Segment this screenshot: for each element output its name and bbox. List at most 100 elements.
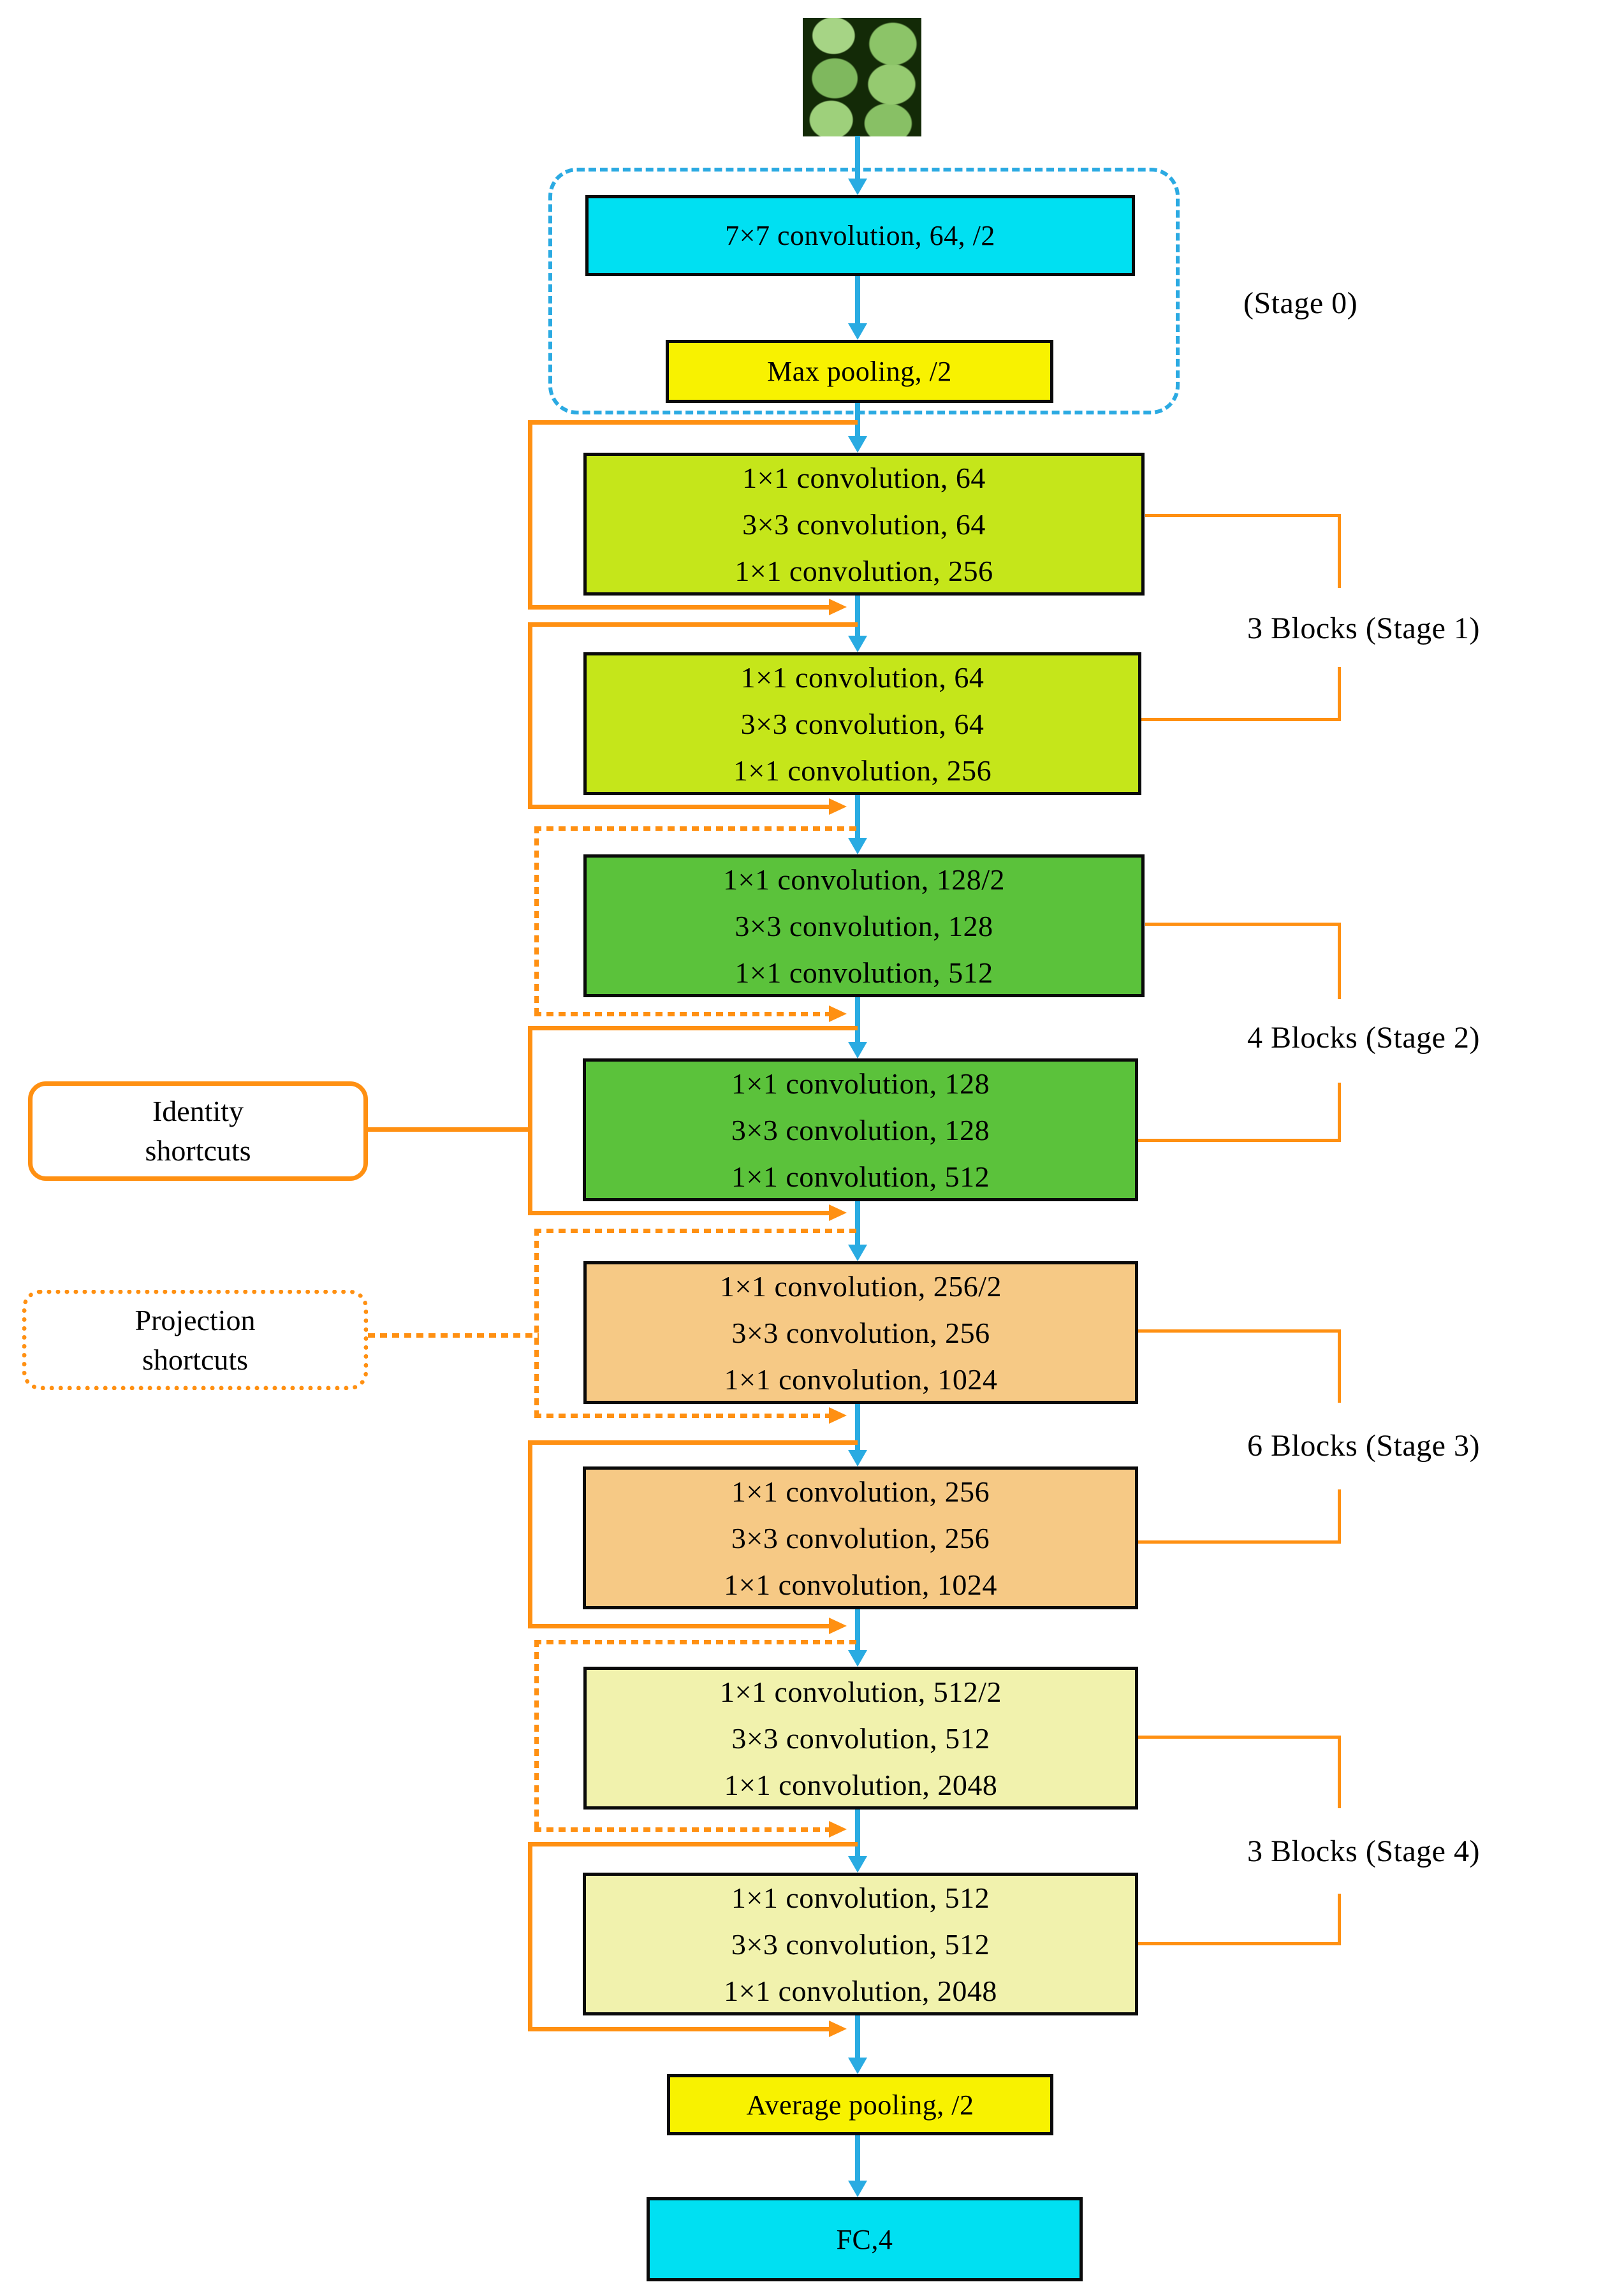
identity-legend-connector [368,1127,532,1132]
conv-line: 1×1 convolution, 256 [733,754,992,787]
conv-line: 3×3 convolution, 128 [731,1113,990,1146]
flow-arrowhead-icon [848,436,867,453]
conv-line: 1×1 convolution, 64 [740,661,984,694]
flow-arrowhead-icon [848,1856,867,1873]
projection-legend-line: shortcuts [142,1343,249,1376]
conv-line: 1×1 convolution, 2048 [724,1974,997,2007]
flow-arrowhead-icon [848,838,867,854]
conv7-label: 7×7 convolution, 64, /2 [725,220,995,251]
identity-shortcuts-legend: Identity shortcuts [28,1081,368,1181]
flow-arrowhead-icon [848,1042,867,1058]
conv-line: 3×3 convolution, 64 [742,508,986,541]
shortcut-arrowhead-icon [829,2021,847,2037]
shortcut-arrowhead-icon [829,1204,847,1221]
stage3-block2: 1×1 convolution, 256 3×3 convolution, 25… [583,1466,1138,1609]
projection-shortcuts-legend: Projection shortcuts [22,1290,368,1390]
flow-arrow [855,403,860,437]
stage4-bracket [1138,1736,1341,1739]
stage4-block2: 1×1 convolution, 512 3×3 convolution, 51… [583,1873,1138,2015]
projection-shortcut-line [534,1640,858,1644]
flow-arrowhead-icon [848,1450,867,1466]
projection-shortcut-line [534,1414,829,1418]
conv-line: 1×1 convolution, 512 [735,956,993,989]
identity-shortcut-line [528,420,858,425]
stage2-bracket [1145,923,1341,926]
stage3-bracket [1338,1489,1341,1540]
flow-arrow [855,1810,860,1857]
projection-shortcut-line [534,1827,829,1832]
projection-shortcut-line [534,1012,829,1016]
stage3-bracket [1138,1329,1341,1333]
stage1-block1: 1×1 convolution, 64 3×3 convolution, 64 … [583,453,1145,596]
stage2-block1: 1×1 convolution, 128/2 3×3 convolution, … [583,854,1145,997]
fc-label: FC,4 [836,2223,893,2255]
flow-arrowhead-icon [848,179,867,195]
conv-line: 1×1 convolution, 128/2 [723,863,1005,896]
identity-legend-line: Identity [152,1095,244,1127]
conv-line: 3×3 convolution, 64 [740,707,984,740]
avgpool-label: Average pooling, /2 [746,2089,974,2121]
conv7-box: 7×7 convolution, 64, /2 [585,195,1135,276]
conv-line: 1×1 convolution, 256 [735,554,993,587]
fc-box: FC,4 [647,2197,1083,2281]
projection-legend-connector [368,1333,539,1338]
flow-arrow [855,596,860,637]
stage0-group-outline [548,168,1180,414]
identity-legend-line: shortcuts [145,1134,251,1167]
flow-arrow [855,276,860,325]
identity-shortcut-line [528,622,858,627]
identity-shortcut-line [528,1624,829,1628]
stage1-label: 3 Blocks (Stage 1) [1247,611,1480,645]
shortcut-arrowhead-icon [829,798,847,815]
projection-shortcut-line [534,1229,858,1233]
conv-line: 3×3 convolution, 512 [731,1927,990,1961]
stage2-label: 4 Blocks (Stage 2) [1247,1021,1480,1055]
maxpool-box: Max pooling, /2 [666,340,1053,403]
conv-line: 1×1 convolution, 64 [742,461,986,494]
conv-line: 3×3 convolution, 128 [735,909,993,942]
identity-shortcut-line [528,1440,858,1445]
stage1-bracket [1338,667,1341,718]
conv-line: 1×1 convolution, 512/2 [720,1675,1002,1708]
stage1-bracket [1145,514,1341,517]
conv-line: 1×1 convolution, 1024 [724,1363,998,1396]
flow-arrow [855,795,860,839]
flow-arrowhead-icon [848,2181,867,2197]
shortcut-arrowhead-icon [829,1821,847,1838]
projection-shortcut-line [534,1640,539,1832]
conv-line: 1×1 convolution, 512 [731,1160,990,1193]
flow-arrowhead-icon [848,636,867,652]
projection-shortcut-line [534,826,858,831]
flow-arrowhead-icon [848,2058,867,2074]
shortcut-arrowhead-icon [829,1407,847,1424]
identity-shortcut-line [528,805,829,809]
projection-shortcut-line [534,826,539,1016]
conv-line: 1×1 convolution, 1024 [724,1568,997,1601]
flow-arrowhead-icon [848,1650,867,1667]
conv-line: 1×1 convolution, 256/2 [720,1269,1002,1303]
input-crop-photo [803,18,921,136]
stage4-block1: 1×1 convolution, 512/2 3×3 convolution, … [583,1667,1138,1810]
stage0-label: (Stage 0) [1243,286,1358,320]
stage1-block2: 1×1 convolution, 64 3×3 convolution, 64 … [583,652,1141,795]
stage2-block2: 1×1 convolution, 128 3×3 convolution, 12… [583,1058,1138,1201]
maxpool-label: Max pooling, /2 [767,356,952,387]
stage2-bracket [1338,923,1341,999]
avgpool-box: Average pooling, /2 [667,2074,1053,2135]
shortcut-arrowhead-icon [829,599,847,615]
stage3-bracket [1138,1540,1341,1544]
stage3-block1: 1×1 convolution, 256/2 3×3 convolution, … [583,1261,1138,1404]
identity-shortcut-line [528,1842,858,1846]
flow-arrow [855,1404,860,1451]
identity-shortcut-line [528,605,829,610]
identity-shortcut-line [528,1440,532,1628]
conv-line: 1×1 convolution, 256 [731,1475,990,1508]
identity-shortcut-line [528,622,532,809]
projection-shortcut-line [534,1229,539,1418]
identity-shortcut-line [528,2027,829,2031]
flow-arrow [855,2015,860,2059]
conv-line: 1×1 convolution, 2048 [724,1768,998,1801]
conv-line: 3×3 convolution, 256 [731,1521,990,1554]
projection-legend-line: Projection [135,1303,256,1336]
